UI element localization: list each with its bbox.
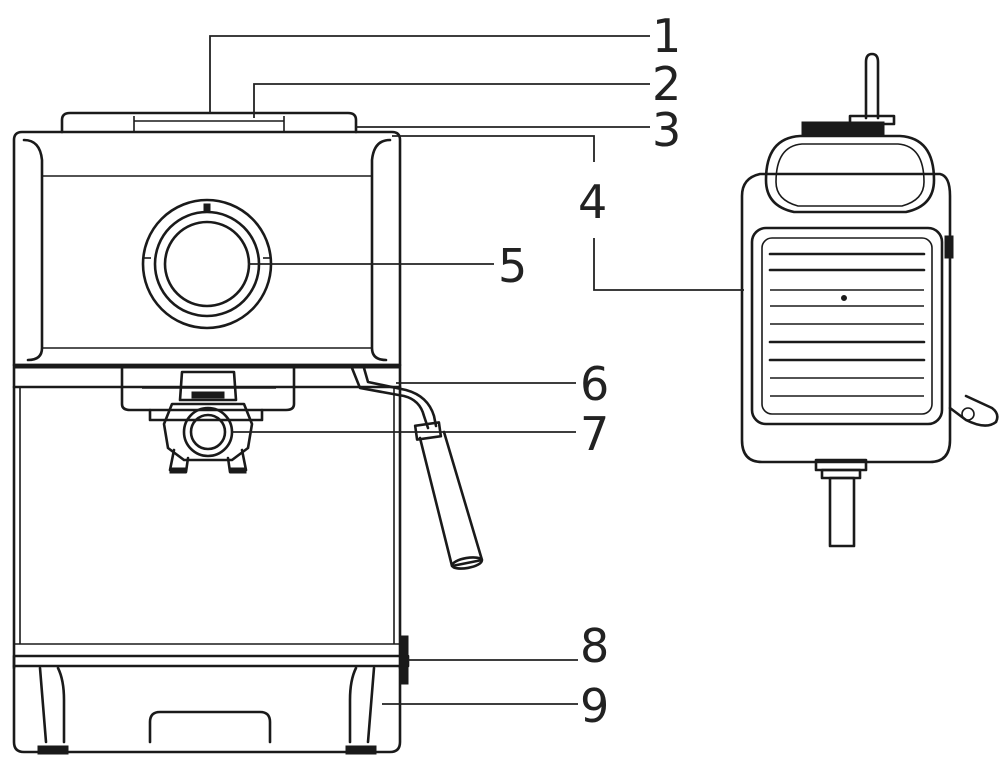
callout-6: 6 [580, 357, 609, 411]
callout-8: 8 [580, 619, 609, 673]
lower-body [12, 385, 410, 685]
callout-4: 4 [578, 175, 607, 229]
bottom-spout [814, 458, 868, 548]
steam-wand[interactable] [350, 366, 484, 571]
callout-2: 2 [652, 57, 681, 111]
callout-3: 3 [652, 103, 681, 157]
leader-4b [593, 238, 744, 291]
portafilter[interactable] [162, 370, 254, 474]
vent-grille [750, 226, 944, 426]
leader-lines [209, 35, 744, 705]
callout-9: 9 [580, 679, 609, 733]
leader-4a [392, 135, 595, 162]
callout-1: 1 [652, 9, 681, 63]
middle-band [12, 363, 402, 389]
side-steam-valve [948, 394, 999, 427]
side-body [740, 172, 954, 464]
drip-tray[interactable] [12, 664, 402, 755]
front-view [12, 111, 484, 755]
top-tube [801, 52, 896, 137]
leader-2 [253, 83, 650, 118]
top-lid [60, 111, 358, 134]
tank-cap [764, 134, 936, 214]
callout-numbers: 1 2 3 4 5 6 7 8 9 [498, 9, 681, 733]
callout-7: 7 [580, 407, 609, 461]
group-head [120, 366, 296, 422]
leader-1 [209, 35, 650, 113]
callout-5: 5 [498, 239, 527, 293]
upper-housing [12, 130, 402, 367]
side-view [740, 52, 999, 548]
